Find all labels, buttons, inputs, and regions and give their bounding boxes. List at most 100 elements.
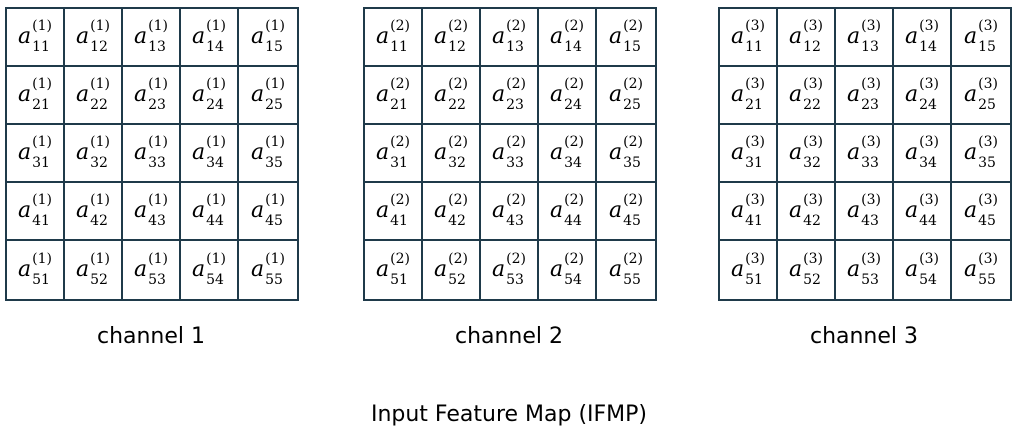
- matrix-cell: a(1)52: [65, 241, 123, 299]
- channel-superscript: (1): [90, 251, 110, 268]
- variable-scripts: (2)21: [390, 77, 410, 112]
- cell-variable: a(2)25: [609, 76, 643, 112]
- index-subscript: 22: [448, 97, 466, 113]
- index-subscript: 15: [978, 39, 996, 55]
- matrix-cell: a(3)13: [836, 9, 894, 67]
- index-subscript: 34: [564, 155, 582, 171]
- variable-symbol: a: [964, 140, 978, 165]
- cell-variable: a(1)52: [76, 251, 110, 287]
- variable-scripts: (3)44: [919, 192, 939, 228]
- cell-variable: a(3)31: [731, 135, 765, 170]
- matrix-cell: a(2)33: [481, 125, 539, 183]
- variable-scripts: (1)24: [206, 77, 226, 112]
- matrix-cell: a(1)35: [239, 125, 297, 183]
- variable-symbol: a: [550, 257, 564, 282]
- index-subscript: 44: [564, 213, 582, 229]
- variable-scripts: (3)14: [919, 18, 939, 54]
- matrix-cell: a(3)15: [952, 9, 1010, 67]
- channel-superscript: (2): [506, 251, 526, 268]
- index-subscript: 53: [148, 272, 166, 288]
- variable-scripts: (1)22: [90, 77, 110, 112]
- variable-scripts: (2)34: [564, 135, 584, 170]
- index-subscript: 23: [861, 97, 879, 113]
- channel-superscript: (3): [745, 251, 765, 268]
- cell-variable: a(3)35: [964, 135, 998, 170]
- variable-scripts: (1)33: [148, 135, 168, 170]
- channel-superscript: (3): [803, 76, 823, 93]
- channel-superscript: (2): [506, 76, 526, 93]
- channel-superscript: (2): [506, 134, 526, 151]
- variable-scripts: (2)54: [564, 251, 584, 287]
- variable-symbol: a: [434, 24, 448, 49]
- cell-variable: a(3)41: [731, 193, 765, 228]
- variable-symbol: a: [609, 82, 623, 107]
- variable-scripts: (3)23: [861, 77, 881, 112]
- cell-variable: a(2)43: [492, 193, 526, 228]
- variable-symbol: a: [609, 257, 623, 282]
- matrix-cell: a(2)12: [423, 9, 481, 67]
- cell-variable: a(3)15: [964, 19, 998, 54]
- channel-superscript: (2): [623, 76, 643, 93]
- index-subscript: 23: [148, 97, 166, 113]
- index-subscript: 24: [564, 97, 582, 113]
- variable-symbol: a: [609, 24, 623, 49]
- variable-symbol: a: [964, 24, 978, 49]
- variable-scripts: (2)13: [506, 19, 526, 54]
- cell-variable: a(2)22: [434, 76, 468, 112]
- cell-variable: a(1)42: [76, 193, 110, 228]
- cell-variable: a(2)33: [492, 134, 526, 170]
- variable-symbol: a: [192, 82, 206, 107]
- matrix-cell: a(2)44: [539, 183, 597, 241]
- channel-superscript: (3): [861, 251, 881, 268]
- index-subscript: 25: [978, 97, 996, 113]
- index-subscript: 32: [448, 155, 466, 171]
- channel-superscript: (2): [564, 18, 584, 35]
- variable-symbol: a: [550, 198, 564, 223]
- index-subscript: 54: [564, 272, 582, 288]
- channel-superscript: (3): [919, 18, 939, 35]
- channel-superscript: (3): [978, 192, 998, 209]
- variable-scripts: (2)33: [506, 134, 526, 170]
- variable-scripts: (2)12: [448, 19, 468, 54]
- index-subscript: 13: [148, 39, 166, 55]
- matrix-cell: a(3)33: [836, 125, 894, 183]
- channel-superscript: (3): [919, 192, 939, 209]
- matrix-cell: a(2)55: [597, 241, 655, 299]
- variable-scripts: (3)35: [978, 135, 998, 170]
- matrix-cell: a(1)21: [7, 67, 65, 125]
- matrix-cell: a(2)35: [597, 125, 655, 183]
- variable-symbol: a: [847, 24, 861, 49]
- variable-scripts: (2)55: [623, 252, 643, 287]
- variable-symbol: a: [76, 257, 90, 282]
- cell-variable: a(2)13: [492, 19, 526, 54]
- variable-symbol: a: [18, 198, 32, 223]
- channel-superscript: (2): [448, 76, 468, 93]
- cell-variable: a(2)34: [550, 135, 584, 170]
- variable-symbol: a: [609, 198, 623, 223]
- index-subscript: 31: [32, 155, 50, 171]
- matrix-cell: a(3)45: [952, 183, 1010, 241]
- channel-superscript: (2): [564, 251, 584, 268]
- cell-variable: a(2)21: [376, 77, 410, 112]
- cell-variable: a(1)32: [76, 135, 110, 170]
- matrix-cell: a(3)41: [720, 183, 778, 241]
- variable-scripts: (1)45: [265, 193, 285, 228]
- cell-variable: a(2)52: [434, 252, 468, 287]
- cell-variable: a(2)24: [550, 77, 584, 112]
- index-subscript: 35: [623, 155, 641, 171]
- variable-scripts: (3)42: [803, 193, 823, 228]
- matrix-cell: a(2)51: [365, 241, 423, 299]
- variable-symbol: a: [192, 198, 206, 223]
- index-subscript: 11: [390, 39, 408, 55]
- cell-variable: a(3)34: [905, 135, 939, 170]
- cell-variable: a(3)21: [731, 77, 765, 112]
- cell-variable: a(1)31: [18, 135, 52, 170]
- channel-superscript: (1): [148, 192, 168, 209]
- channel-superscript: (2): [623, 18, 643, 35]
- cell-variable: a(3)24: [905, 77, 939, 112]
- cell-variable: a(3)11: [731, 19, 765, 54]
- channel-superscript: (1): [148, 76, 168, 93]
- variable-symbol: a: [376, 82, 390, 107]
- channel-1-label: channel 1: [96, 324, 206, 349]
